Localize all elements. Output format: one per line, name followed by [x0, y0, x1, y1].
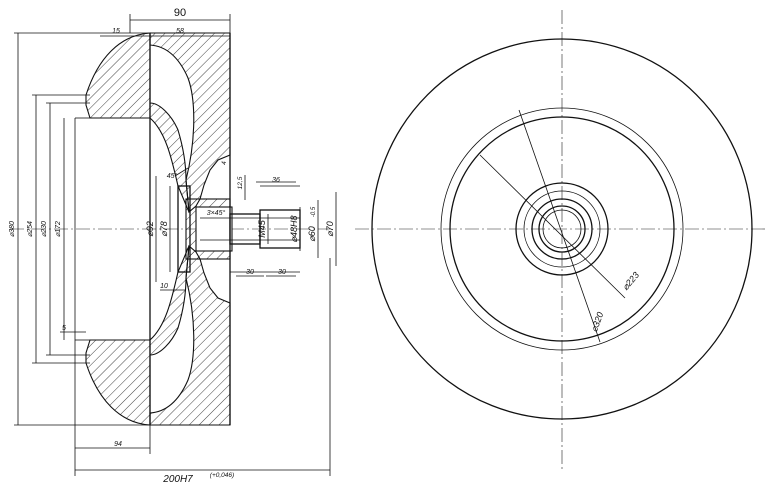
dim-90-label: 90 — [174, 7, 186, 19]
dim-200-label: 200H7 — [162, 474, 193, 485]
front-view: ⌀223 ⌀320 — [355, 10, 768, 470]
upper-blade-section — [85, 32, 190, 213]
inner-circle-223 — [449, 116, 675, 342]
dim-d380-label: ⌀380 — [9, 221, 16, 237]
dim-d172-label: ⌀172 — [55, 221, 62, 237]
dim-d92-label: ⌀92 — [145, 221, 155, 236]
dim-d78-label: ⌀78 — [159, 221, 169, 236]
dim-m45-label: M45 — [257, 219, 267, 238]
dim-10-label: 10 — [160, 283, 168, 290]
dim-45deg-label: 45° — [167, 172, 178, 180]
dim-15-label: 15 — [112, 28, 120, 35]
dim-chamfer-label: 3×45° — [207, 209, 226, 217]
lower-blade-section — [85, 245, 190, 426]
dim-5-label: 5 — [62, 325, 66, 332]
section-view: 90 15 58 ⌀380 ⌀254 ⌀230 ⌀172 ⌀92 ⌀78 M45… — [9, 7, 337, 485]
hub-circle-outer — [515, 182, 609, 276]
dim-d60-label: ⌀60 — [307, 226, 317, 241]
dim-200-tol-label: (+0,046) — [210, 472, 234, 479]
dim-line-d223 — [479, 154, 626, 299]
hub-bore — [195, 206, 233, 252]
dim-d48-label: ⌀48H8 — [289, 216, 299, 243]
dim-d70-label: ⌀70 — [325, 221, 335, 236]
dim-d230-label: ⌀230 — [41, 221, 48, 237]
dim-d320-label: ⌀320 — [589, 311, 605, 334]
dim-r4-label: 4 — [221, 161, 228, 165]
hub-face — [177, 185, 191, 273]
dim-d60-tol-label: -0.5 — [311, 206, 317, 217]
bore-inner-circle — [542, 209, 582, 249]
dim-line-d320 — [518, 109, 601, 343]
hub-circle-inner — [531, 198, 593, 260]
circle-230 — [440, 107, 684, 351]
lower-wheel-section — [149, 244, 231, 426]
outer-rim-circle — [371, 38, 753, 420]
dim-d254-label: ⌀254 — [27, 221, 34, 237]
hub-circle-mid — [523, 190, 601, 268]
dim-58-label: 58 — [176, 28, 184, 35]
dim-12-5-label: 12,5 — [237, 176, 244, 189]
upper-wheel-section — [149, 32, 231, 214]
dim-30a-label: 30 — [246, 269, 254, 276]
dim-36-label: 36 — [272, 177, 280, 184]
dim-94-label: 94 — [114, 441, 122, 448]
dim-line-45deg — [174, 167, 189, 177]
dim-d223-label: ⌀223 — [620, 270, 641, 292]
bore-circle — [538, 205, 586, 253]
dim-30b-label: 30 — [278, 269, 286, 276]
